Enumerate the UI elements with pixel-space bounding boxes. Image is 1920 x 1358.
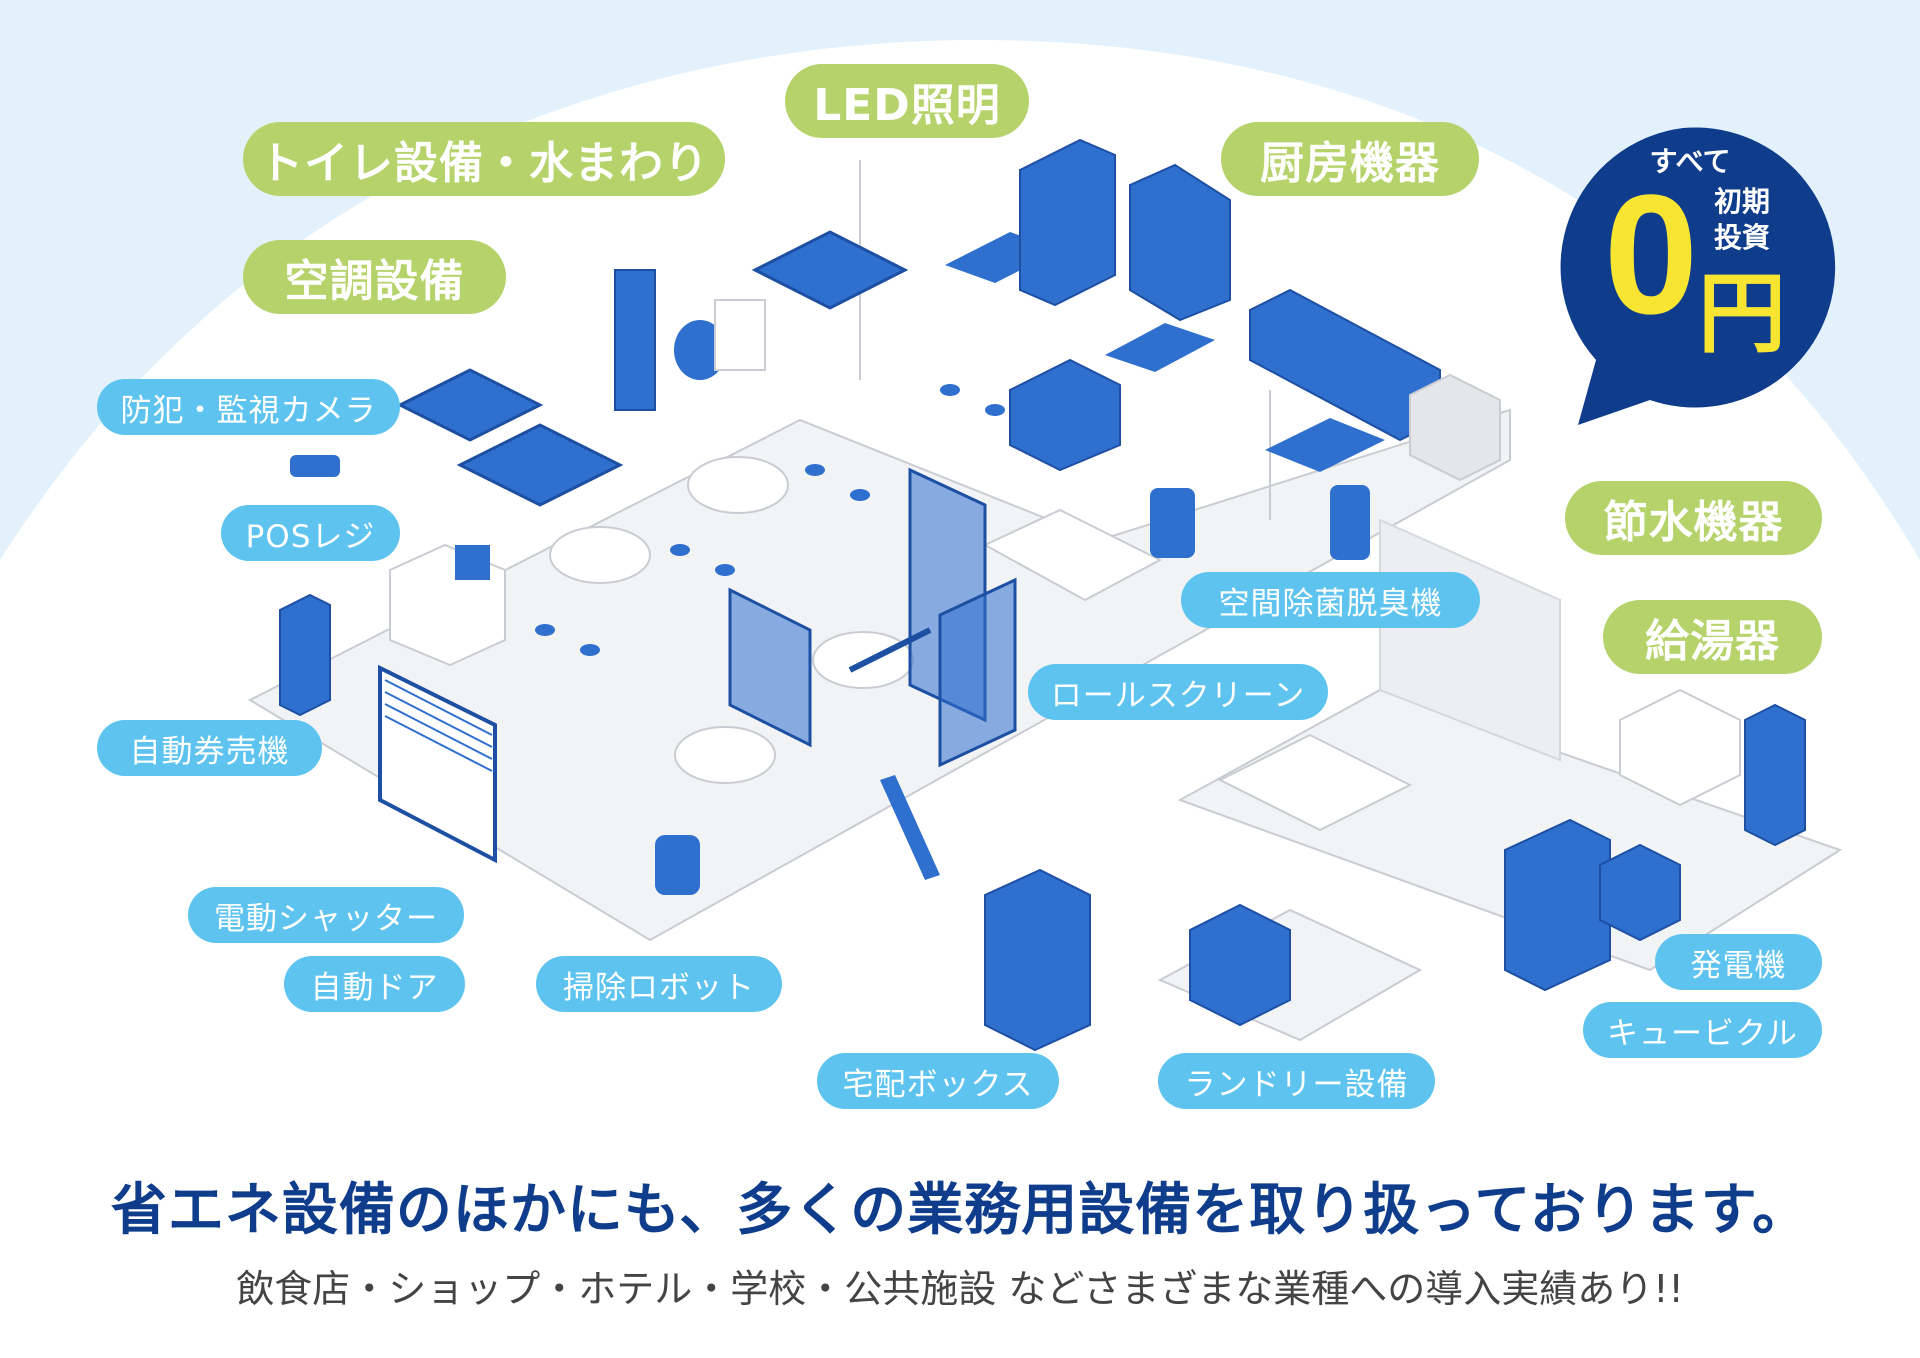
label-aircon: 空調設備 (243, 240, 506, 314)
led-panel (1265, 418, 1385, 472)
wash-basin (714, 299, 766, 371)
air-sterilizer (1150, 488, 1195, 558)
label-robot: 掃除ロボット (536, 956, 782, 1012)
bed (1217, 733, 1413, 832)
locker-column (614, 269, 656, 411)
ac-unit (751, 230, 909, 310)
bathtub (1619, 688, 1741, 807)
badge-yen: 円 (1697, 262, 1786, 365)
label-generator: 発電機 (1655, 934, 1822, 990)
gas-range (1009, 358, 1121, 472)
floor-lights (535, 384, 1005, 656)
ac-unit (456, 423, 624, 507)
stepladder (880, 775, 940, 880)
roll-screen (728, 587, 812, 748)
delivery-box (984, 868, 1091, 1052)
label-laundry: ランドリー設備 (1158, 1053, 1435, 1109)
shutter-slats (384, 679, 493, 772)
label-roll-screen: ロールスクリーン (1028, 664, 1328, 720)
label-shutter: 電動シャッター (188, 887, 464, 943)
cleaning-robot (655, 835, 700, 895)
label-camera: 防犯・監視カメラ (97, 379, 400, 435)
label-pos: POSレジ (221, 505, 400, 561)
label-water-heater: 給湯器 (1603, 600, 1822, 674)
badge-zero: 0 (1603, 160, 1699, 350)
label-sterilizer: 空間除菌脱臭機 (1181, 572, 1480, 628)
badge-initial-1: 初期 (1713, 185, 1770, 218)
round-table (687, 456, 789, 514)
ticket-machine (279, 593, 331, 717)
generator (1599, 843, 1681, 942)
washing-machine (1189, 903, 1291, 1027)
label-led: LED照明 (785, 64, 1029, 138)
label-toilet: トイレ設備・水まわり (243, 122, 725, 196)
label-kitchen: 厨房機器 (1221, 122, 1479, 196)
security-camera (290, 455, 340, 477)
label-ticket-machine: 自動券売機 (97, 720, 322, 776)
label-water-saving: 節水機器 (1565, 481, 1822, 555)
label-cubicle: キュービクル (1583, 1002, 1822, 1058)
roll-screen (938, 577, 1017, 768)
toilet (674, 320, 726, 380)
round-table (549, 526, 651, 584)
air-sterilizer (1330, 485, 1370, 560)
led-panel (1105, 323, 1215, 372)
badge-initial-2: 投資 (1713, 221, 1770, 254)
subline: 飲食店・ショップ・ホテル・学校・公共施設 などさまざまな業種への導入実績あり!! (236, 1267, 1684, 1311)
label-auto-door: 自動ドア (284, 956, 465, 1012)
white-dome (0, 40, 1920, 700)
cubicle (1504, 818, 1611, 992)
kitchen-shelf (1019, 138, 1116, 307)
long-table (982, 508, 1163, 602)
pos-register (455, 545, 490, 580)
round-table (674, 726, 776, 784)
label-delivery-box: 宅配ボックス (817, 1053, 1059, 1109)
round-table (812, 631, 914, 689)
kitchen-oven (1129, 163, 1231, 322)
roll-screen-bar (848, 627, 932, 673)
sink (1409, 373, 1501, 482)
zero-yen-badge-shape (1560, 127, 1836, 425)
badge-top-text: すべて (1649, 145, 1731, 178)
headline: 省エネ設備のほかにも、多くの業務用設備を取り扱っております。 (110, 1178, 1810, 1243)
water-heater (1744, 703, 1806, 847)
ac-unit (396, 368, 544, 442)
